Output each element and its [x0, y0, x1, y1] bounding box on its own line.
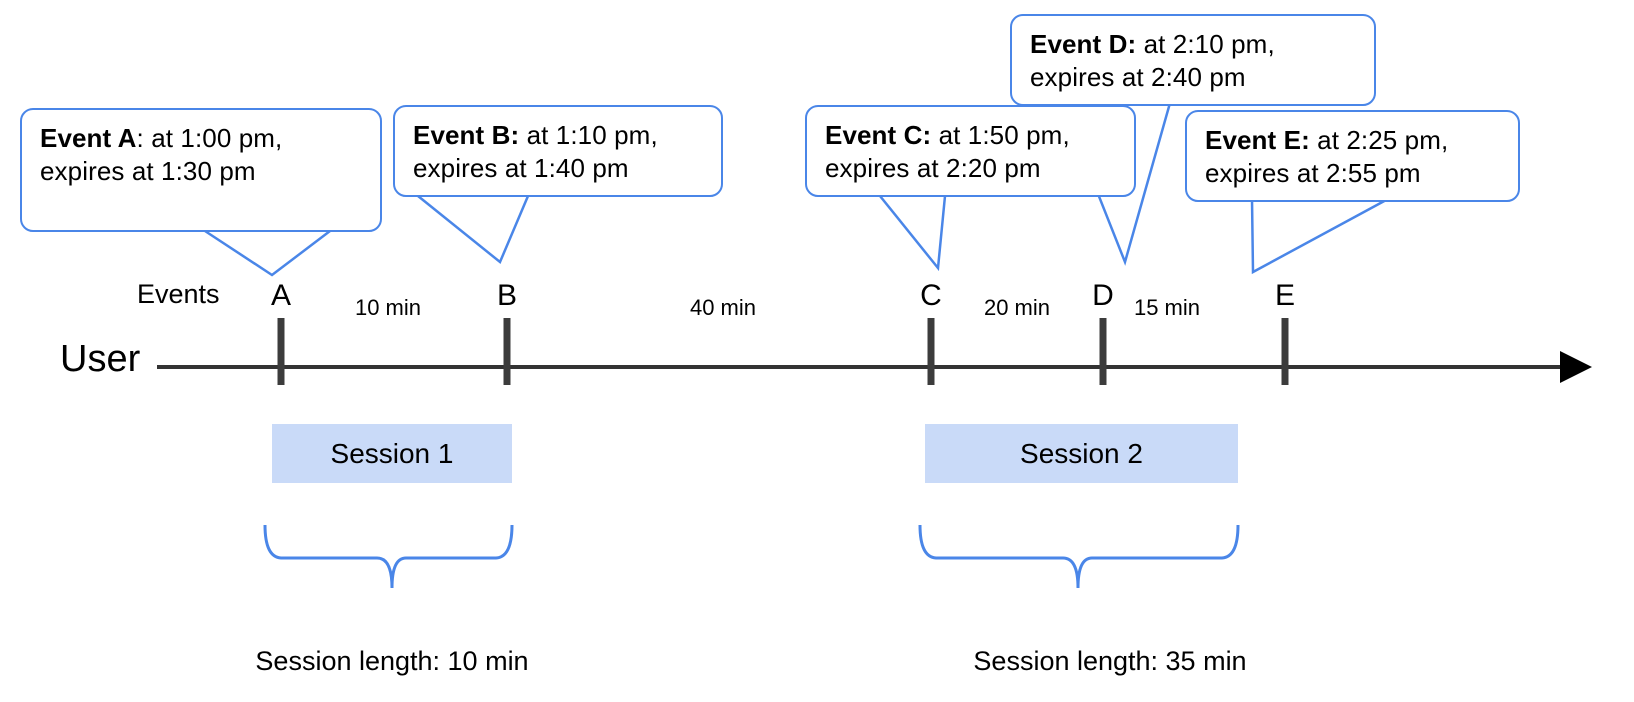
session-bar-2[interactable]: Session 2 — [925, 424, 1238, 483]
event-a-bold-label: Event A — [40, 123, 137, 153]
event-a-detail-line1: at 1:00 pm, — [143, 123, 283, 153]
callout-tail-b — [417, 195, 530, 265]
tick-label-b: B — [496, 279, 518, 312]
event-c-detail-line2: expires at 2:20 pm — [825, 153, 1041, 184]
session-bar-1-label: Session 1 — [330, 437, 454, 469]
event-callout-e[interactable]: Event E: at 2:25 pm, expires at 2:55 pm — [1185, 110, 1520, 202]
callout-tail-e — [1250, 197, 1389, 275]
session-braces — [263, 524, 1240, 589]
axis-row-label-user: User — [60, 338, 141, 380]
event-a-detail-line2: expires at 1:30 pm — [40, 156, 256, 187]
gap-label-c-d: 20 min — [983, 295, 1051, 320]
session-length-caption-1: Session length: 10 min — [255, 646, 529, 676]
tick-label-a: A — [270, 279, 292, 312]
tick-label-c: C — [920, 279, 942, 312]
brace-session-1 — [263, 524, 514, 589]
tick-label-e: E — [1274, 279, 1296, 312]
event-b-detail-line2: expires at 1:40 pm — [413, 153, 629, 184]
session-length-caption-2: Session length: 35 min — [973, 646, 1247, 676]
event-a-separator: : — [136, 123, 144, 153]
event-e-bold-label: Event E: — [1205, 125, 1310, 155]
event-callout-a[interactable]: Event A: at 1:00 pm, expires at 1:30 pm — [20, 108, 382, 232]
event-c-bold-label: Event C: — [825, 120, 932, 150]
axis-events-label: Events — [137, 279, 220, 309]
event-c-detail-line1: at 1:50 pm, — [931, 120, 1070, 150]
event-d-detail-line1: at 2:10 pm, — [1136, 29, 1275, 59]
event-d-bold-label: Event D: — [1030, 29, 1137, 59]
event-callout-c[interactable]: Event C: at 1:50 pm, expires at 2:20 pm — [805, 105, 1136, 197]
session-bar-1[interactable]: Session 1 — [272, 424, 512, 483]
event-ticks — [277, 318, 1289, 385]
session-bar-2-label: Session 2 — [1020, 437, 1143, 469]
event-b-detail-line1: at 1:10 pm, — [519, 120, 658, 150]
event-b-bold-label: Event B: — [413, 120, 520, 150]
event-d-detail-line2: expires at 2:40 pm — [1030, 62, 1246, 93]
event-e-detail-line2: expires at 2:55 pm — [1205, 158, 1421, 189]
timeline-axis — [157, 351, 1592, 383]
gap-label-d-e: 15 min — [1133, 295, 1201, 320]
brace-session-2 — [918, 524, 1240, 589]
callout-tail-c — [879, 195, 947, 272]
gap-label-a-b: 10 min — [354, 295, 422, 320]
gap-label-b-c: 40 min — [689, 295, 757, 320]
callout-tail-a — [204, 229, 331, 277]
event-callout-b[interactable]: Event B: at 1:10 pm, expires at 1:40 pm — [393, 105, 723, 197]
tick-label-d: D — [1092, 279, 1114, 312]
event-callout-d[interactable]: Event D: at 2:10 pm, expires at 2:40 pm — [1010, 14, 1376, 106]
event-e-detail-line1: at 2:25 pm, — [1309, 125, 1449, 155]
